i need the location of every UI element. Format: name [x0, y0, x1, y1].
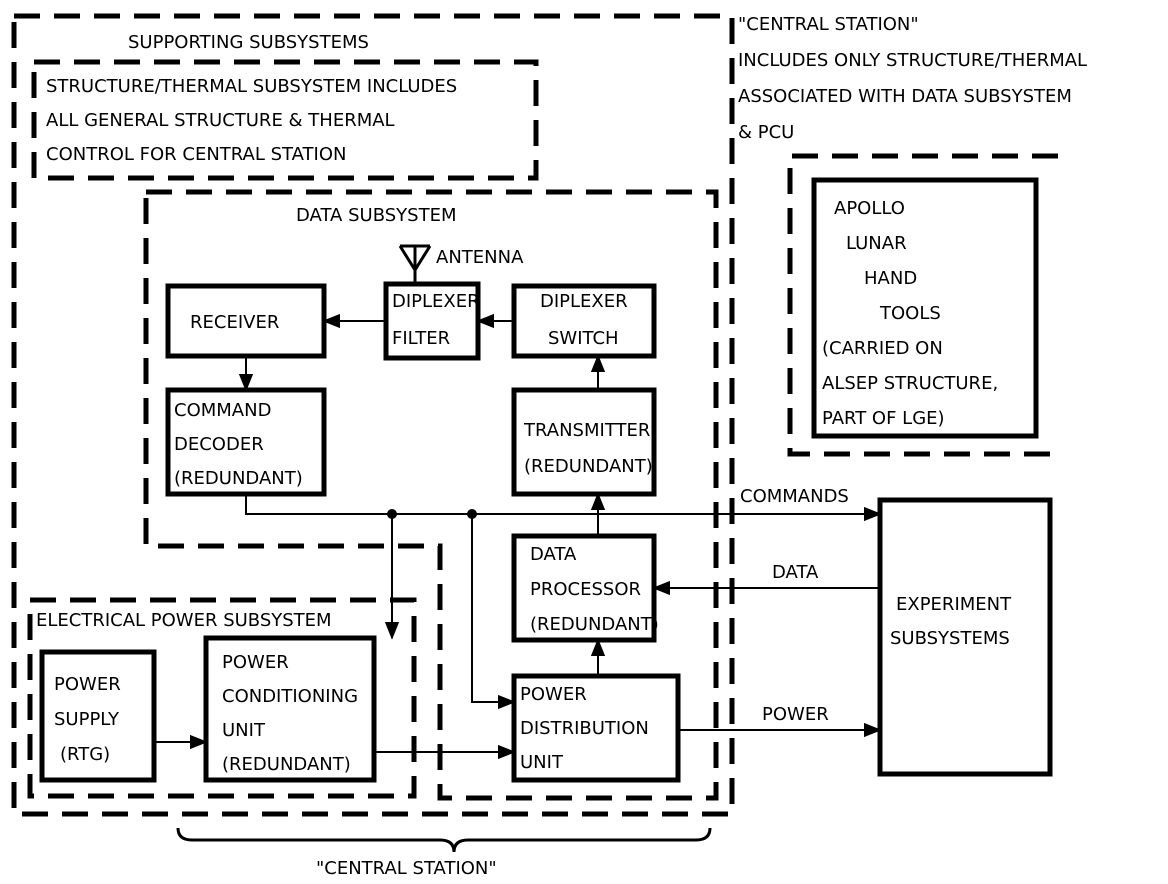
power-supply-label-2: SUPPLY [54, 709, 120, 730]
hand-tools-label-1: APOLLO [834, 198, 905, 219]
data-processor-label-3: (REDUNDANT) [530, 614, 659, 635]
data-processor-label-1: DATA [530, 544, 577, 565]
pdu-label-3: UNIT [520, 752, 564, 773]
hand-tools-label-3: HAND [864, 268, 917, 289]
central-station-note-line-3: ASSOCIATED WITH DATA SUBSYSTEM [738, 86, 1072, 107]
diplexer-filter-label-2: FILTER [392, 328, 450, 349]
eps-title: ELECTRICAL POWER SUBSYSTEM [36, 610, 332, 631]
data-subsystem-boundary [143, 189, 719, 801]
diplexer-switch-label-1: DIPLEXER [540, 291, 628, 312]
antenna-label: ANTENNA [436, 247, 524, 268]
experiment-label-1: EXPERIMENT [896, 594, 1012, 615]
diplexer-switch-label-2: SWITCH [548, 328, 619, 349]
arrow-bus-to-pdu [471, 514, 516, 710]
commands-label: COMMANDS [740, 486, 849, 507]
pdu-box [511, 673, 681, 783]
structure-thermal-line-1: STRUCTURE/THERMAL SUBSYSTEM INCLUDES [46, 76, 457, 97]
power-supply-label-3: (RTG) [60, 744, 110, 765]
central-station-footer: "CENTRAL STATION" [316, 858, 497, 879]
pdu-label-1: POWER [520, 684, 587, 705]
experiment-subsystems-box [877, 497, 1053, 777]
central-station-brace [176, 827, 712, 853]
antenna-icon [398, 244, 432, 284]
receiver-label: RECEIVER [190, 312, 279, 333]
transmitter-label-2: (REDUNDANT) [524, 456, 653, 477]
hand-tools-label-2: LUNAR [846, 233, 907, 254]
power-label: POWER [762, 704, 829, 725]
hand-tools-boundary [787, 153, 1058, 457]
transmitter-box [511, 387, 657, 497]
data-processor-label-2: PROCESSOR [530, 579, 641, 600]
pcu-box [203, 635, 377, 783]
pcu-label-2: CONDITIONING [222, 686, 358, 707]
hand-tools-label-7: PART OF LGE) [822, 408, 945, 429]
command-decoder-label-1: COMMAND [174, 400, 271, 421]
data-subsystem-title: DATA SUBSYSTEM [296, 205, 456, 226]
supporting-subsystems-title: SUPPORTING SUBSYSTEMS [128, 32, 369, 53]
structure-thermal-line-3: CONTROL FOR CENTRAL STATION [46, 144, 347, 165]
pcu-label-1: POWER [222, 652, 289, 673]
diplexer-filter-label-1: DIPLEXER [392, 291, 480, 312]
experiment-label-2: SUBSYSTEMS [890, 628, 1010, 649]
pcu-label-3: UNIT [222, 720, 266, 741]
hand-tools-label-4: TOOLS [879, 303, 941, 324]
transmitter-label-1: TRANSMITTER [523, 420, 650, 441]
command-decoder-label-2: DECODER [174, 434, 264, 455]
command-decoder-label-3: (REDUNDANT) [174, 468, 303, 489]
pcu-label-4: (REDUNDANT) [222, 754, 351, 775]
central-station-note-line-1: "CENTRAL STATION" [738, 14, 919, 35]
power-supply-box [39, 649, 157, 783]
hand-tools-box [811, 177, 1039, 439]
data-label: DATA [772, 562, 819, 583]
hand-tools-label-5: (CARRIED ON [822, 338, 943, 359]
pdu-label-2: DISTRIBUTION [520, 718, 649, 739]
central-station-note-line-2: INCLUDES ONLY STRUCTURE/THERMAL [738, 50, 1087, 71]
structure-thermal-boundary [31, 59, 539, 181]
structure-thermal-line-2: ALL GENERAL STRUCTURE & THERMAL [46, 110, 395, 131]
central-station-note-line-4: & PCU [738, 122, 794, 143]
hand-tools-label-6: ALSEP STRUCTURE, [822, 373, 998, 394]
power-supply-label-1: POWER [54, 674, 121, 695]
electrical-power-subsystem-boundary [27, 597, 417, 799]
commands-bus [245, 494, 882, 522]
